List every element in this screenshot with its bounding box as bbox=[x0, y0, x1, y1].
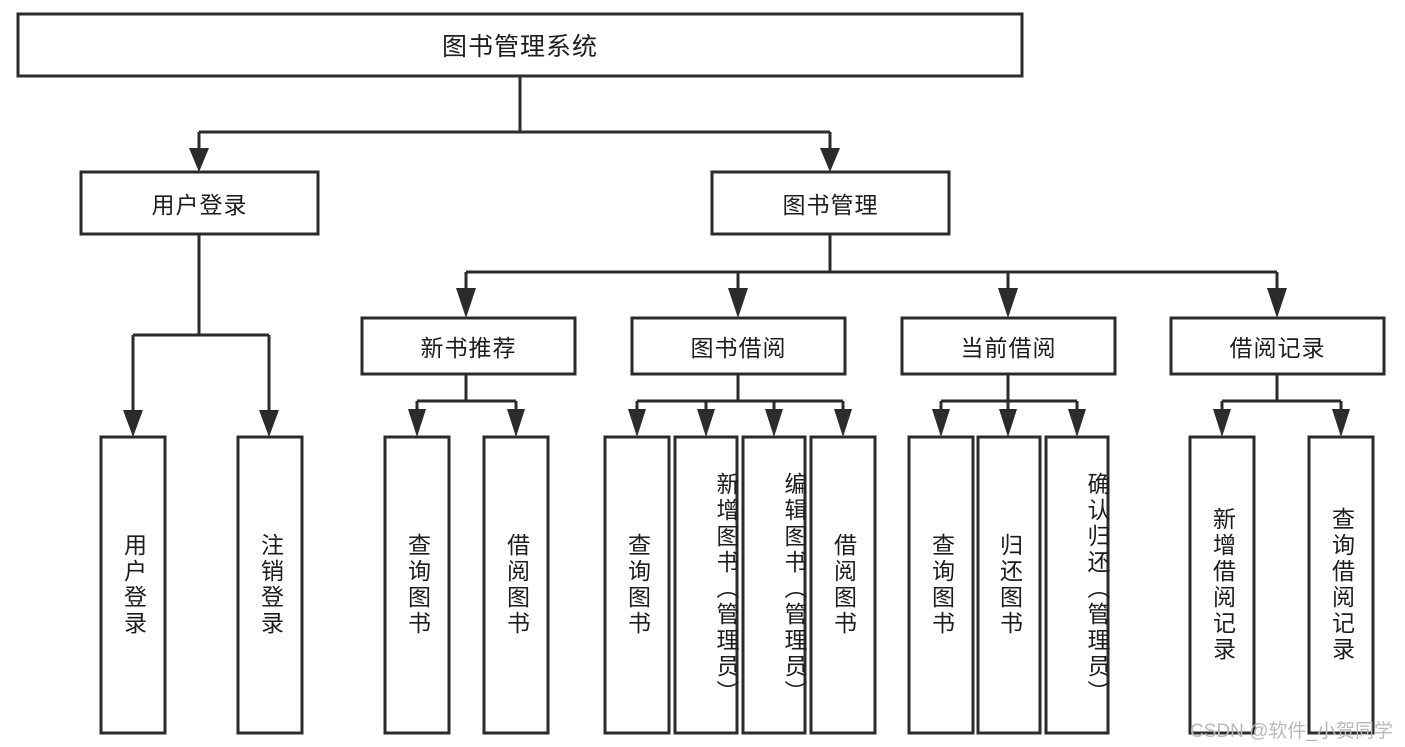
arrowhead-leaf-query-book-3 bbox=[932, 409, 950, 437]
node-box-leaf-confirm-return[interactable] bbox=[1044, 435, 1110, 735]
arrowhead-leaf-borrow-book-1 bbox=[507, 409, 525, 437]
node-box-root[interactable] bbox=[16, 12, 1024, 78]
node-box-book-manage[interactable] bbox=[710, 170, 951, 236]
node-box-leaf-add-record[interactable] bbox=[1188, 435, 1256, 735]
node-box-current-borrow[interactable] bbox=[900, 316, 1117, 376]
node-box-leaf-add-book[interactable] bbox=[673, 435, 739, 735]
arrowhead-new-book-rec bbox=[456, 288, 476, 318]
connector-layer bbox=[123, 76, 1350, 437]
node-box-leaf-borrow-book-1[interactable] bbox=[482, 435, 550, 735]
node-box-borrow-record[interactable] bbox=[1169, 316, 1386, 376]
node-box-user-login[interactable] bbox=[79, 170, 320, 236]
node-box-leaf-query-record[interactable] bbox=[1307, 435, 1375, 735]
node-box-leaf-user-login[interactable] bbox=[99, 435, 167, 735]
arrowhead-leaf-edit-book bbox=[765, 409, 783, 437]
arrowhead-leaf-query-book-2 bbox=[628, 409, 646, 437]
arrowhead-leaf-add-book bbox=[697, 409, 715, 437]
arrowhead-leaf-add-record bbox=[1213, 409, 1231, 437]
node-box-leaf-edit-book[interactable] bbox=[741, 435, 807, 735]
arrowhead-user-login bbox=[189, 148, 209, 172]
node-box-leaf-logout[interactable] bbox=[236, 435, 304, 735]
node-box-leaf-query-book-3[interactable] bbox=[907, 435, 975, 735]
arrowhead-current-borrow bbox=[998, 288, 1018, 318]
node-box-book-borrow[interactable] bbox=[630, 316, 847, 376]
node-box-leaf-query-book-2[interactable] bbox=[603, 435, 671, 735]
arrowhead-borrow-record bbox=[1267, 288, 1287, 318]
node-layer bbox=[16, 12, 1386, 735]
node-box-leaf-query-book-1[interactable] bbox=[383, 435, 451, 735]
arrowhead-leaf-query-book-1 bbox=[408, 409, 426, 437]
arrowhead-leaf-return-book bbox=[999, 409, 1017, 437]
arrowhead-leaf-logout bbox=[259, 410, 279, 437]
arrowhead-book-manage bbox=[820, 148, 840, 172]
arrowhead-leaf-query-record bbox=[1332, 409, 1350, 437]
node-box-leaf-borrow-book-2[interactable] bbox=[809, 435, 877, 735]
arrowhead-leaf-user-login bbox=[123, 410, 143, 437]
node-box-new-book-rec[interactable] bbox=[360, 316, 577, 376]
node-box-leaf-return-book[interactable] bbox=[976, 435, 1042, 735]
arrowhead-leaf-borrow-book-2 bbox=[834, 409, 852, 437]
arrowhead-leaf-confirm-return bbox=[1068, 409, 1086, 437]
arrowhead-book-borrow bbox=[728, 288, 748, 318]
